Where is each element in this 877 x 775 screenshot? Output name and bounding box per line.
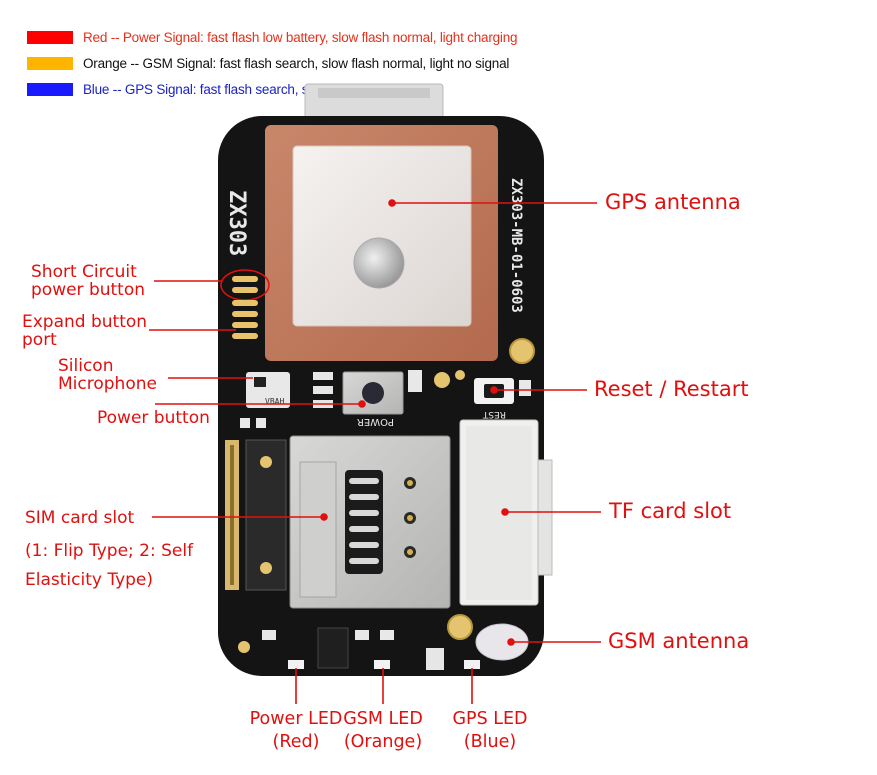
sim-line3: Elasticity Type) (25, 570, 154, 591)
short-circuit-label: Short Circuit power button (31, 262, 146, 300)
blue-swatch (27, 82, 73, 96)
gps-led-label: GPS LED (Blue) (425, 708, 555, 754)
mic-text: VBAH (265, 397, 284, 406)
sim-line2: (1: Flip Type; 2: Self (25, 540, 194, 561)
gps-led (464, 660, 480, 669)
gps-antenna-label: GPS antenna (605, 190, 741, 214)
power-led (288, 660, 304, 669)
short-circuit-line2: power button (31, 279, 146, 300)
mic-line2: Microphone (58, 373, 157, 394)
legend-orange: Orange -- GSM Signal: fast flash search,… (27, 55, 509, 71)
power-silkscreen: POWER (357, 416, 394, 427)
silkscreen-id: ZX303-MB-01-0603 (508, 178, 524, 313)
gps-led-line1: GPS LED (452, 709, 528, 729)
tf-label: TF card slot (609, 499, 732, 523)
mic-line1: Silicon (58, 356, 114, 376)
expand-line2: port (22, 329, 57, 350)
mic-label: Silicon Microphone (58, 356, 157, 394)
legend-red: Red -- Power Signal: fast flash low batt… (27, 29, 518, 45)
power-led-line1: Power LED (249, 709, 343, 729)
short-circuit-line1: Short Circuit (31, 262, 137, 282)
gsm-led (374, 660, 390, 669)
expand-label: Expand button port (22, 312, 148, 350)
silkscreen-model: ZX303 (224, 190, 249, 256)
gsm-antenna-label: GSM antenna (608, 629, 750, 653)
power-led-label: Power LED (Red) (221, 708, 371, 754)
power-led-line2: (Red) (272, 731, 320, 752)
legend-red-text: Red -- Power Signal: fast flash low batt… (83, 29, 518, 45)
expand-line1: Expand button (22, 312, 148, 332)
orange-swatch (27, 56, 73, 70)
sim-line1: SIM card slot (25, 508, 135, 528)
red-swatch (27, 30, 73, 44)
sim-label: SIM card slot (1: Flip Type; 2: Self Ela… (25, 503, 193, 596)
power-button-label: Power button (97, 408, 210, 428)
gsm-led-label: GSM LED (Orange) (323, 708, 443, 754)
gsm-led-line1: GSM LED (343, 709, 423, 729)
reset-silkscreen: REST (482, 409, 506, 419)
gps-led-line2: (Blue) (463, 731, 517, 752)
antenna-pin (353, 237, 405, 289)
legend-orange-text: Orange -- GSM Signal: fast flash search,… (83, 55, 510, 71)
reset-label: Reset / Restart (594, 377, 749, 401)
gsm-led-line2: (Orange) (343, 731, 423, 752)
